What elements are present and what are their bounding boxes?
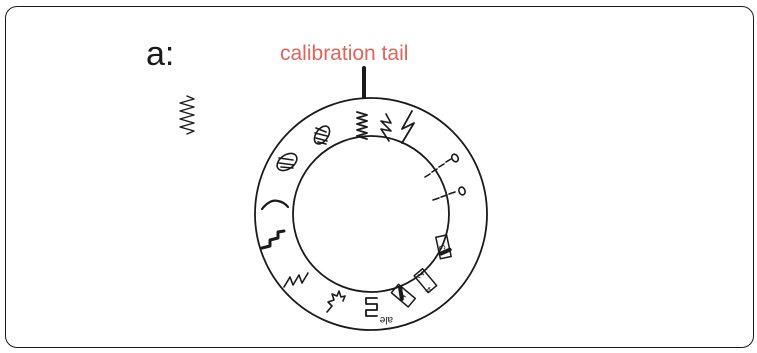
zigzag-small-icon	[356, 111, 368, 140]
dial-marker-1: 1	[398, 293, 408, 304]
triple-stitch-pin-icon	[432, 186, 466, 201]
straight-stitch-meander-icon	[365, 297, 378, 317]
panel-label: a:	[146, 35, 175, 73]
dial-marker-4: 4	[423, 285, 434, 295]
selected-pattern-zigzag-icon	[179, 95, 195, 135]
zigzag-bottom-left-icon	[283, 272, 309, 288]
buttonhole-3-icon	[435, 234, 452, 260]
dial-outer-ring	[254, 97, 488, 331]
satin-stitch-icon	[313, 125, 331, 145]
straight-stitch-pin-icon	[424, 153, 460, 178]
dial-marker-3: 3	[437, 244, 448, 251]
satin-oval-icon	[276, 152, 298, 172]
serpentine-stitch-icon	[260, 199, 290, 211]
calibration-tail-label: calibration tail	[280, 42, 409, 65]
zigzag-medium-icon	[380, 113, 392, 142]
stepped-stitch-icon	[260, 229, 286, 250]
buttonhole-4-icon	[413, 267, 438, 294]
dial-inner-ring	[292, 135, 450, 293]
zigzag-large-icon	[401, 110, 415, 144]
instruction-panel: a: calibration tail	[5, 6, 754, 348]
buttonhole-1-icon	[390, 283, 417, 308]
feather-stitch-icon	[326, 290, 346, 313]
dial-marker-2: 2	[415, 270, 426, 280]
dial-marker-ale: ale	[379, 314, 393, 325]
